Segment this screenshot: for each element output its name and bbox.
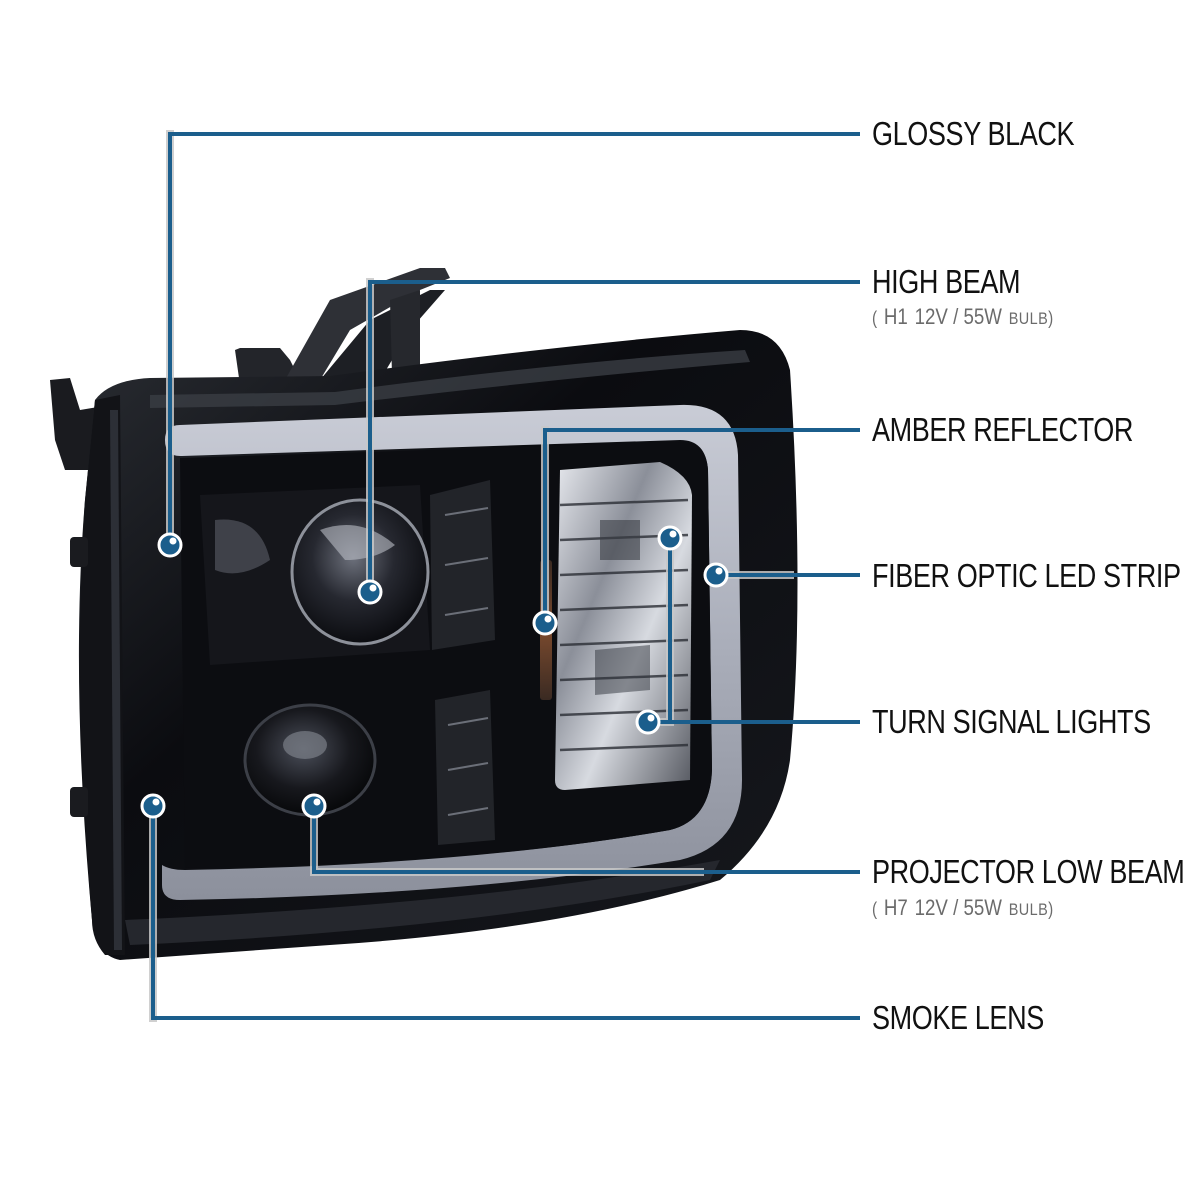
label-fiber-optic-led-strip: FIBER OPTIC LED STRIP — [872, 557, 1181, 594]
dot-high-beam-icon — [357, 579, 383, 605]
sublabel-paren-close: ) — [1048, 899, 1054, 919]
dot-fiber-optic-icon — [703, 562, 729, 588]
sublabel-paren-close: ) — [1048, 308, 1054, 328]
fiber-optic-led-strip — [162, 404, 742, 900]
callout-line-amber-reflector — [543, 428, 860, 625]
sublabel-unit: BULB — [1008, 900, 1049, 919]
dot-amber-reflector-icon — [532, 610, 558, 636]
dot-turn-signal-lower-icon — [635, 709, 661, 735]
vent-blocks — [430, 480, 495, 845]
sublabel-paren-open: ( — [872, 899, 878, 919]
sublabel-unit: BULB — [1008, 309, 1049, 328]
dot-turn-signal-upper-icon — [657, 525, 683, 551]
callout-line-glossy-black — [168, 132, 860, 547]
label-turn-signal-lights: TURN SIGNAL LIGHTS — [872, 703, 1151, 740]
label-high-beam: HIGH BEAM — [872, 263, 1021, 300]
sublabel-paren-open: ( — [872, 308, 878, 328]
callout-line-high-beam — [368, 280, 860, 594]
label-smoke-lens: SMOKE LENS — [872, 999, 1044, 1036]
label-projector-low-beam: PROJECTOR LOW BEAM — [872, 853, 1185, 890]
sublabel-spec: 12V / 55W — [914, 895, 1002, 920]
turn-signal-housing — [555, 462, 692, 790]
callout-line-smoke-lens — [151, 806, 860, 1020]
dot-glossy-black-icon — [157, 532, 183, 558]
dot-low-beam-icon — [301, 793, 327, 819]
callout-line-turn-signal — [668, 538, 860, 724]
label-glossy-black: GLOSSY BLACK — [872, 115, 1075, 152]
callout-dots — [140, 525, 729, 819]
callout-line-low-beam — [312, 806, 860, 874]
label-amber-reflector: AMBER REFLECTOR — [872, 411, 1133, 448]
sublabel-bulb-type: H7 — [883, 895, 908, 920]
sublabel-spec: 12V / 55W — [914, 304, 1002, 329]
projector-low-beam — [245, 705, 375, 815]
sublabel-bulb-type: H1 — [883, 304, 908, 329]
dot-smoke-lens-icon — [140, 793, 166, 819]
